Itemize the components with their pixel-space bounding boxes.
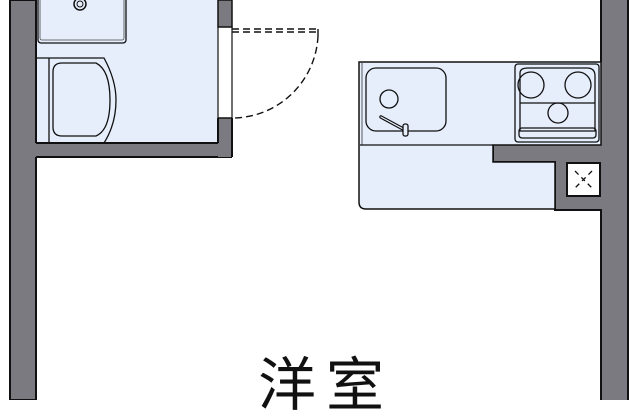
room-label-western-room: 洋室: [258, 351, 395, 419]
ventilation-icon: [566, 162, 601, 197]
stove-icon: [514, 63, 600, 143]
sink-icon: [37, 0, 127, 44]
right-outer-wall: [600, 0, 628, 400]
kitchen-sink-icon: [365, 67, 447, 137]
bathtub-icon: [37, 57, 117, 144]
bathroom-right-wall-top: [217, 0, 233, 28]
left-outer-wall: [9, 0, 37, 400]
floor-plan: [9, 0, 629, 400]
bathroom-bottom-wall: [35, 143, 232, 157]
bathroom-right-wall-bottom: [218, 118, 232, 157]
door-swing-icon: [231, 28, 319, 119]
